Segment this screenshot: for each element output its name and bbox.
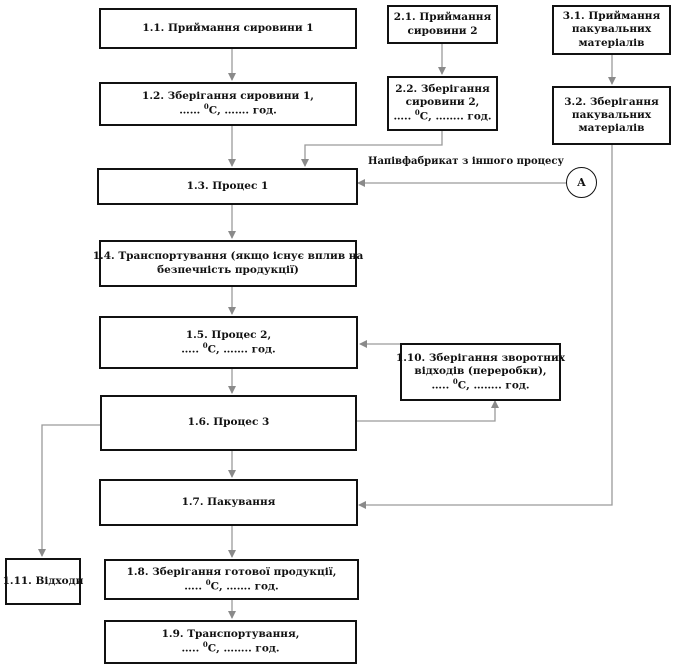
step-1-11-label: 1.11. Відходи <box>2 574 84 587</box>
step-1-9-line1: 1.9. Транспортування, <box>161 628 300 641</box>
step-3-2-line1: 3.2. Зберігання <box>564 95 659 108</box>
step-1-5-line1: 1.5. Процес 2, <box>185 328 272 341</box>
step-1-5-line2: ….. 0С, ……. год. <box>181 340 276 356</box>
step-3-2-line3: матеріалів <box>578 122 645 135</box>
arrow-3-2-to-1-7 <box>358 145 613 509</box>
step-1-2-storage-raw-material-1: 1.2. Зберігання сировини 1, …… 0С, ……. г… <box>99 82 357 126</box>
step-1-7-label: 1.7. Пакування <box>181 495 276 508</box>
step-1-10-line3: ….. 0С, …….. год. <box>431 376 530 392</box>
step-1-1-label: 1.1. Приймання сировини 1 <box>142 21 314 34</box>
step-1-8-line2: ….. 0С, ……. год. <box>184 577 279 593</box>
step-1-7-packaging: 1.7. Пакування <box>99 479 358 526</box>
step-2-2-storage-raw-material-2: 2.2. Зберігання сировини 2, ….. 0С, ……..… <box>387 76 498 131</box>
edge-label-semi-finished: Напівфабрикат з іншого процесу <box>368 156 564 167</box>
step-1-6-process-3: 1.6. Процес 3 <box>100 395 357 451</box>
arrow-1-6-to-1-11 <box>38 424 101 557</box>
step-3-2-line2: пакувальних <box>571 108 652 121</box>
arrow-1-6-to-1-10 <box>357 400 499 422</box>
step-1-10-line2: відходів (переробки), <box>414 364 547 377</box>
step-1-9-transportation: 1.9. Транспортування, ….. 0С, …….. год. <box>104 620 357 664</box>
step-1-4-transportation: 1.4. Транспортування (якщо існує вплив н… <box>93 240 363 287</box>
step-2-2-line3: ….. 0С, …….. год. <box>393 108 492 123</box>
step-1-5-process-2: 1.5. Процес 2, ….. 0С, ……. год. <box>99 316 358 369</box>
step-1-4-line1: 1.4. Транспортування (якщо існує вплив н… <box>92 250 364 263</box>
step-3-2-storage-packaging-materials: 3.2. Зберігання пакувальних матеріалів <box>552 86 671 145</box>
step-1-4-line2: безпечність продукції) <box>157 263 299 276</box>
step-1-8-storage-finished-product: 1.8. Зберігання готової продукції, ….. 0… <box>104 559 359 600</box>
step-1-8-line1: 1.8. Зберігання готової продукції, <box>126 565 337 578</box>
step-1-2-line2: …… 0С, ……. год. <box>179 102 277 117</box>
step-1-2-line1: 1.2. Зберігання сировини 1, <box>142 90 314 103</box>
step-1-6-label: 1.6. Процес 3 <box>187 416 270 429</box>
step-2-2-line1: 2.2. Зберігання <box>395 83 490 96</box>
step-3-1-line2: пакувальних <box>571 23 652 36</box>
step-1-1-receiving-raw-material-1: 1.1. Приймання сировини 1 <box>99 8 357 49</box>
step-2-2-line2: сировини 2, <box>405 96 480 109</box>
step-1-10-storage-return-waste: 1.10. Зберігання зворотних відходів (пер… <box>396 343 565 401</box>
step-3-1-line3: матеріалів <box>578 36 645 49</box>
step-1-3-process-1: 1.3. Процес 1 <box>97 168 358 205</box>
step-2-1-line2: сировини 2 <box>407 24 478 37</box>
step-3-1-line1: 3.1. Приймання <box>562 10 661 23</box>
step-2-1-line1: 2.1. Приймання <box>393 11 492 24</box>
step-1-3-label: 1.3. Процес 1 <box>186 179 269 192</box>
step-2-1-receiving-raw-material-2: 2.1. Приймання сировини 2 <box>387 5 498 44</box>
step-1-9-line2: ….. 0С, …….. год. <box>181 640 280 655</box>
step-1-10-line1: 1.10. Зберігання зворотних <box>395 351 566 364</box>
step-3-1-receiving-packaging-materials: 3.1. Приймання пакувальних матеріалів <box>552 5 671 55</box>
connector-a: А <box>566 167 597 198</box>
step-1-11-waste: 1.11. Відходи <box>2 558 84 605</box>
arrow-2-2-to-1-3 <box>301 131 443 167</box>
